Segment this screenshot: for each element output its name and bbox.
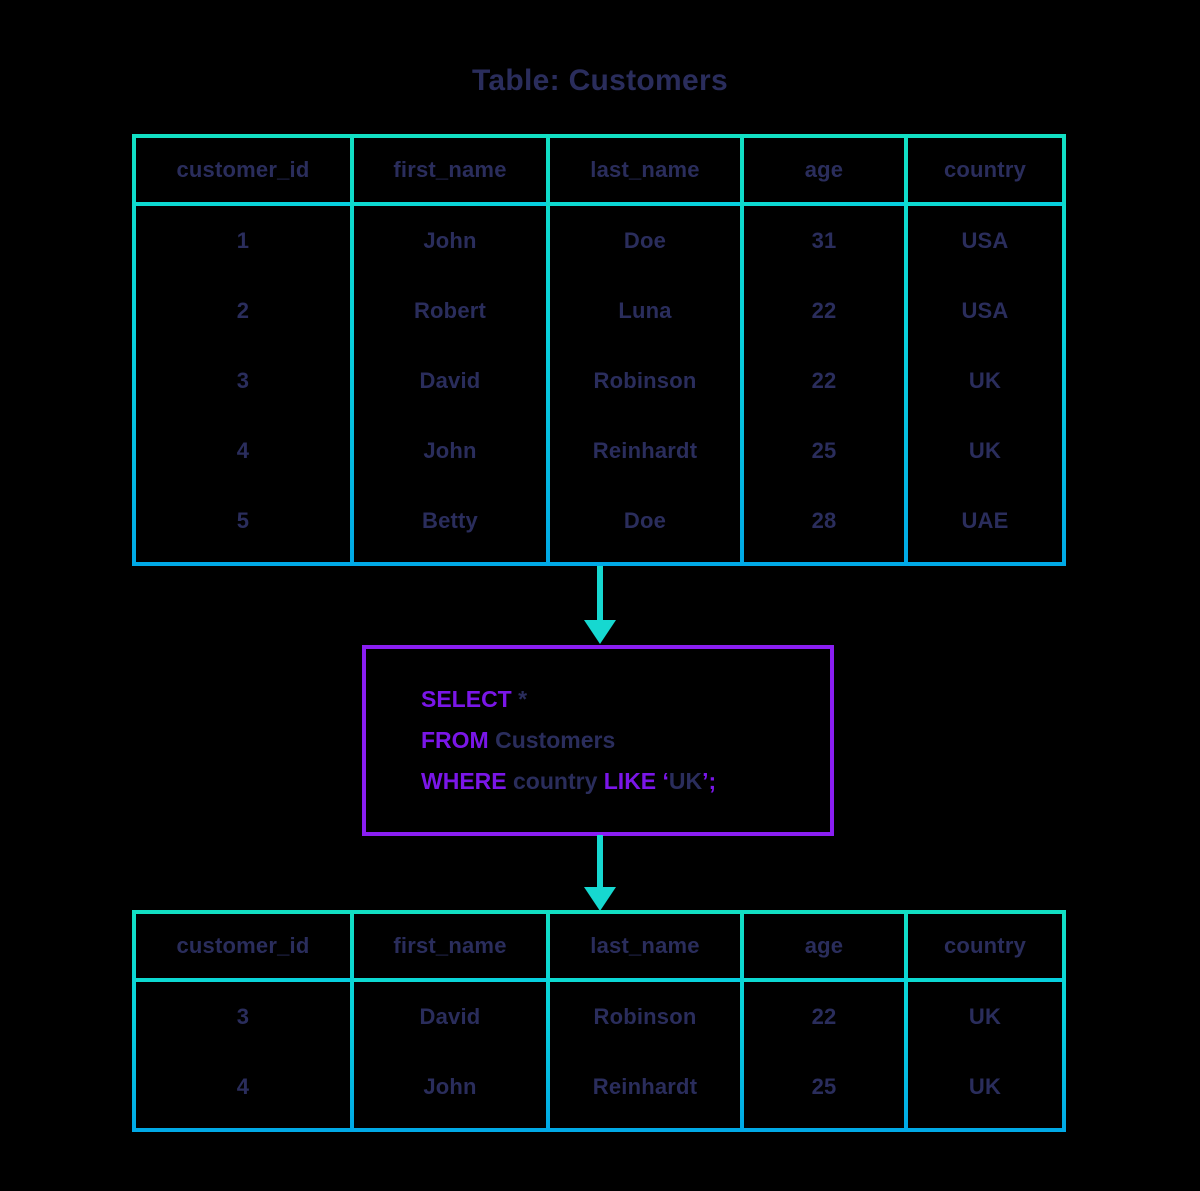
table-cell: Robinson [593, 1004, 697, 1029]
source-column-first_name: first_name John Robert David John Betty [354, 138, 550, 562]
result-header-first_name: first_name [354, 914, 546, 982]
source-header-country: country [908, 138, 1062, 206]
source-column-body-customer_id: 1 2 3 4 5 [136, 206, 350, 562]
table-cell: Betty [421, 508, 478, 533]
sql-query-box: SELECT * FROM Customers WHERE country LI… [362, 645, 834, 836]
result-column-first_name: first_name David John [354, 914, 550, 1128]
table-cell: 25 [811, 438, 837, 463]
source-column-body-country: USA USA UK UK UAE [908, 206, 1062, 562]
table-cell: 25 [811, 1074, 837, 1099]
table-cell: Doe [623, 228, 667, 253]
table-cell: UK [968, 438, 1002, 463]
table-cell: 22 [811, 1004, 837, 1029]
table-cell: 4 [236, 1074, 250, 1099]
result-table: customer_id 3 4 first_name David John la… [132, 910, 1066, 1132]
source-header-customer_id: customer_id [136, 138, 350, 206]
result-header-age: age [744, 914, 904, 982]
result-header-last_name: last_name [550, 914, 740, 982]
arrow-shaft [597, 566, 603, 622]
table-cell: David [419, 368, 481, 393]
query-line-select: SELECT * [421, 679, 830, 720]
sql-from-table: Customers [488, 727, 616, 753]
source-column-country: country USA USA UK UK UAE [908, 138, 1062, 562]
result-column-body-last_name: Robinson Reinhardt [550, 982, 740, 1128]
result-column-body-country: UK UK [908, 982, 1062, 1128]
source-header-last_name: last_name [550, 138, 740, 206]
sql-quote-open: ‘ [656, 768, 669, 794]
source-table: customer_id 1 2 3 4 5 first_name John Ro… [132, 134, 1066, 566]
source-column-body-last_name: Doe Luna Robinson Reinhardt Doe [550, 206, 740, 562]
table-cell: 1 [236, 228, 250, 253]
source-table-grid: customer_id 1 2 3 4 5 first_name John Ro… [136, 138, 1062, 562]
result-column-country: country UK UK [908, 914, 1062, 1128]
sql-keyword-like: LIKE [603, 768, 657, 794]
sql-where-column: country [506, 768, 604, 794]
result-table-grid: customer_id 3 4 first_name David John la… [136, 914, 1062, 1128]
table-cell: 22 [811, 368, 837, 393]
sql-keyword-from: FROM [421, 727, 489, 753]
result-column-customer_id: customer_id 3 4 [136, 914, 354, 1128]
source-header-age: age [744, 138, 904, 206]
result-column-body-first_name: David John [354, 982, 546, 1128]
table-cell: Robert [413, 298, 487, 323]
source-column-customer_id: customer_id 1 2 3 4 5 [136, 138, 354, 562]
sql-where-value: UK [668, 768, 703, 794]
sql-quote-close: ’; [702, 768, 717, 794]
table-cell: Luna [618, 298, 672, 323]
page-title: Table: Customers [472, 64, 728, 97]
table-cell: John [423, 438, 477, 463]
table-cell: USA [961, 298, 1009, 323]
source-header-first_name: first_name [354, 138, 546, 206]
result-header-country: country [908, 914, 1062, 982]
source-column-age: age 31 22 22 25 28 [744, 138, 908, 562]
table-cell: 31 [811, 228, 837, 253]
table-cell: John [423, 1074, 477, 1099]
sql-keyword-where: WHERE [421, 768, 507, 794]
arrow-head [584, 887, 616, 911]
table-cell: John [423, 228, 477, 253]
source-column-last_name: last_name Doe Luna Robinson Reinhardt Do… [550, 138, 744, 562]
arrow-down-icon [584, 835, 616, 913]
table-cell: Reinhardt [592, 438, 698, 463]
query-line-where: WHERE country LIKE ‘UK’; [421, 761, 830, 802]
result-column-body-age: 22 25 [744, 982, 904, 1128]
table-cell: 28 [811, 508, 837, 533]
table-cell: Robinson [593, 368, 697, 393]
result-column-last_name: last_name Robinson Reinhardt [550, 914, 744, 1128]
table-cell: UAE [961, 508, 1009, 533]
table-cell: 2 [236, 298, 250, 323]
table-cell: UK [968, 1004, 1002, 1029]
sql-select-list: * [511, 686, 528, 712]
table-cell: David [419, 1004, 481, 1029]
table-cell: 4 [236, 438, 250, 463]
arrow-head [584, 620, 616, 644]
table-cell: UK [968, 368, 1002, 393]
table-cell: 5 [236, 508, 250, 533]
arrow-down-icon [584, 566, 616, 646]
result-header-customer_id: customer_id [136, 914, 350, 982]
result-column-age: age 22 25 [744, 914, 908, 1128]
table-cell: 3 [236, 1004, 250, 1029]
source-column-body-first_name: John Robert David John Betty [354, 206, 546, 562]
arrow-shaft [597, 835, 603, 889]
source-column-body-age: 31 22 22 25 28 [744, 206, 904, 562]
table-cell: Doe [623, 508, 667, 533]
result-column-body-customer_id: 3 4 [136, 982, 350, 1128]
table-cell: Reinhardt [592, 1074, 698, 1099]
query-line-from: FROM Customers [421, 720, 830, 761]
table-cell: USA [961, 228, 1009, 253]
table-cell: 3 [236, 368, 250, 393]
sql-keyword-select: SELECT [421, 686, 512, 712]
table-cell: UK [968, 1074, 1002, 1099]
table-cell: 22 [811, 298, 837, 323]
